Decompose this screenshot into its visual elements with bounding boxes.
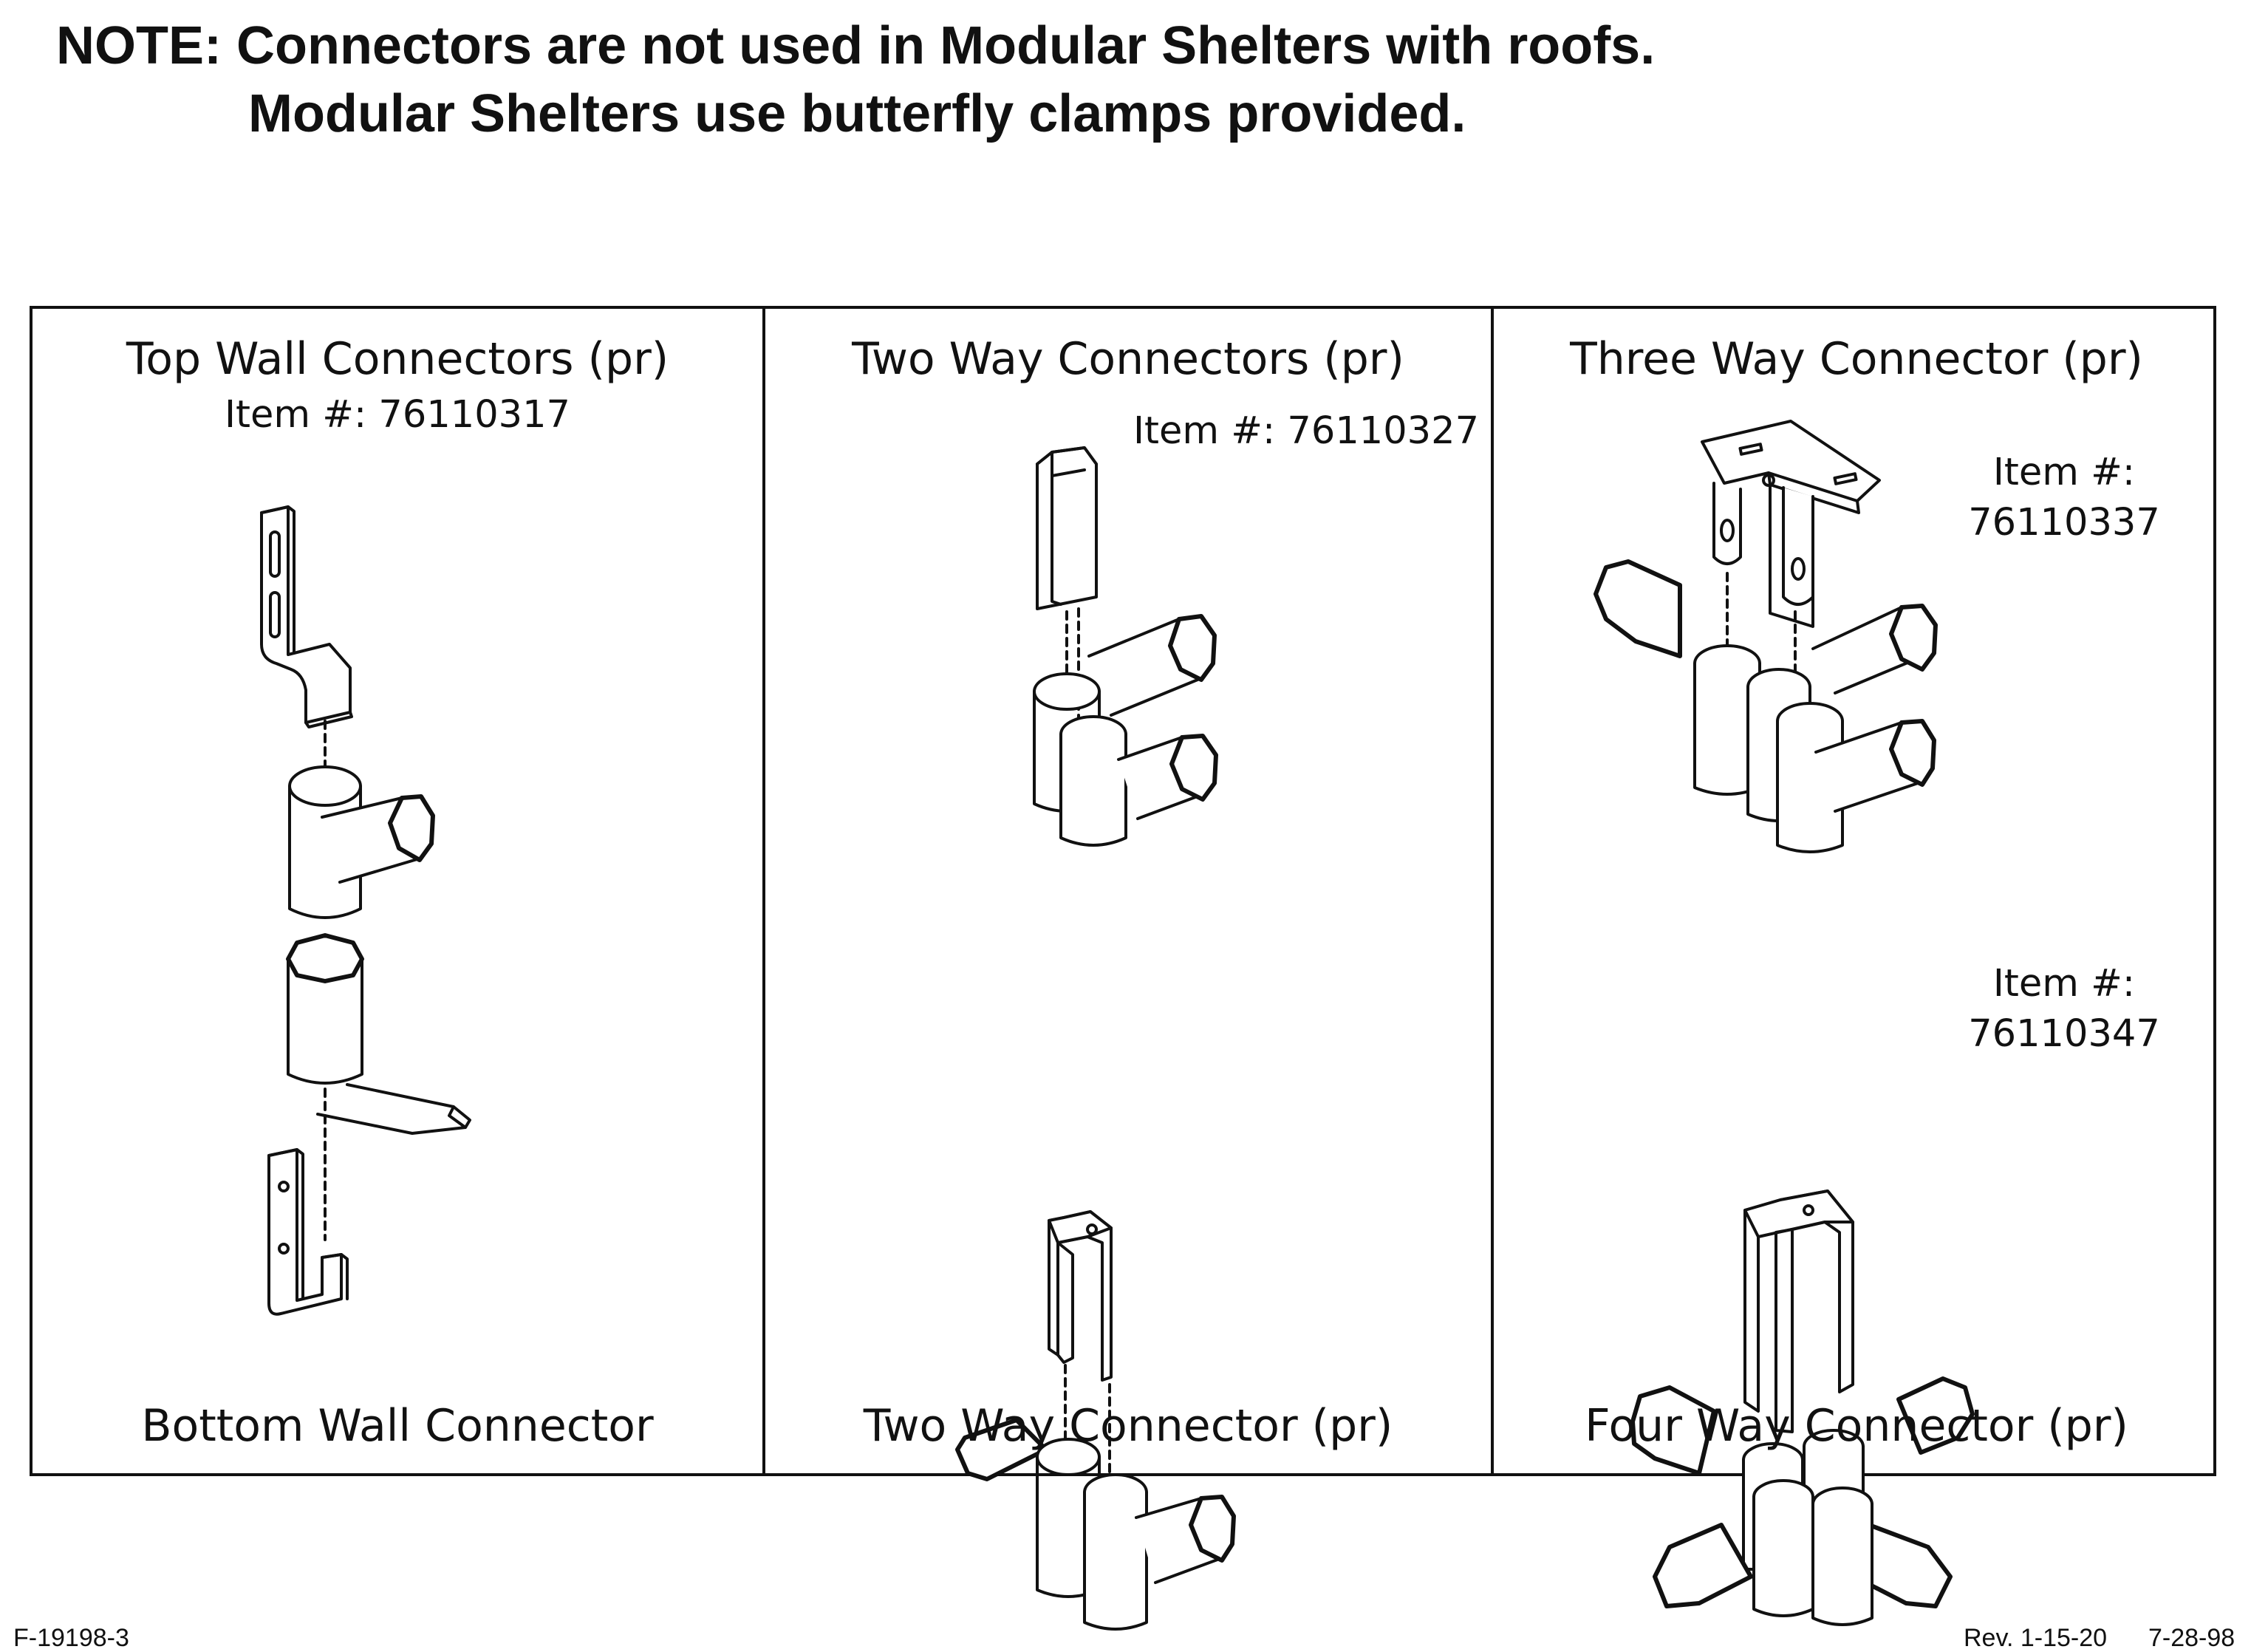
three-way-item-label: Item #:	[1992, 451, 2136, 494]
three-way-connector-title: Three Way Connector (pr)	[1570, 333, 2143, 385]
note-line-2: Modular Shelters use butterfly clamps pr…	[248, 84, 1466, 143]
connector-table: Top Wall Connectors (pr) Item #: 7611031…	[30, 306, 2216, 1631]
four-way-item-label: Item #:	[1992, 962, 2136, 1006]
two-way-connector-caption: Two Way Connector (pr)	[863, 1400, 1393, 1452]
two-way-connector-bottom-illustration	[943, 1198, 1238, 1642]
top-wall-connectors-title: Top Wall Connectors (pr)	[126, 333, 669, 385]
two-way-connectors-title: Two Way Connectors (pr)	[852, 333, 1404, 385]
three-way-connector-illustration	[1569, 412, 1983, 856]
top-wall-connectors-item-number: Item #: 76110317	[224, 393, 570, 437]
four-way-connector-illustration	[1618, 1178, 2002, 1651]
original-date: 7-28-98	[2148, 1624, 2235, 1652]
four-way-item-number: 76110347	[1968, 1012, 2160, 1056]
revision-date: Rev. 1-15-20	[1964, 1624, 2108, 1652]
four-way-connector-caption: Four Way Connector (pr)	[1585, 1400, 2128, 1452]
panel-divider	[762, 309, 765, 1473]
bottom-wall-connector-caption: Bottom Wall Connector	[141, 1400, 654, 1452]
two-way-connector-top-illustration	[1008, 434, 1229, 848]
form-number: F-19198-3	[13, 1624, 129, 1652]
bottom-wall-connector-illustration	[232, 929, 498, 1343]
note-line-1: NOTE: Connectors are not used in Modular…	[56, 16, 1656, 75]
three-way-item-number: 76110337	[1968, 501, 2160, 545]
top-wall-connector-illustration	[232, 468, 468, 926]
two-way-connectors-item-number: Item #: 76110327	[1133, 409, 1480, 453]
panel-divider	[1491, 309, 1494, 1473]
